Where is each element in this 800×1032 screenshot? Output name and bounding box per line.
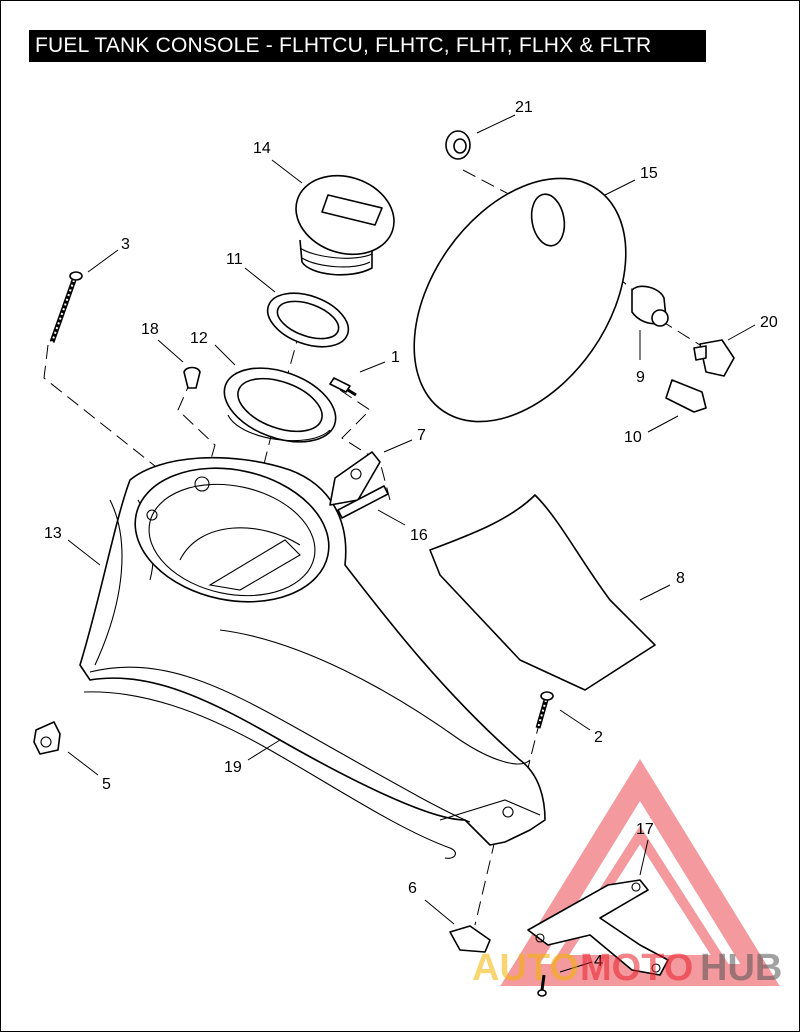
part-8-pad [429, 494, 656, 691]
part-5-clip-nut [33, 721, 61, 755]
part-3-screw [49, 271, 83, 343]
part-4-screw [537, 974, 547, 997]
part-18-plug [183, 366, 201, 389]
callout-labels: 1 2 3 4 5 6 7 8 9 10 11 12 13 14 15 16 1… [44, 99, 778, 970]
part-15-plate [413, 177, 627, 423]
part-2-screw [535, 691, 554, 729]
callout-5: 5 [102, 776, 111, 793]
callout-7: 7 [417, 427, 426, 444]
leader-lines [67, 114, 756, 973]
callout-6: 6 [408, 880, 417, 897]
watermark-text-moto: MOTO [580, 947, 693, 989]
callout-8: 8 [676, 570, 685, 587]
watermark-text: AUTO MOTO HUB [472, 947, 782, 989]
part-14-fuel-cap [295, 174, 395, 276]
callout-16: 16 [410, 527, 428, 544]
callout-20: 20 [760, 314, 778, 331]
callout-13: 13 [44, 525, 62, 542]
part-10-cap [665, 379, 707, 413]
part-19-console [79, 456, 546, 859]
callout-3: 3 [121, 236, 130, 253]
watermark-text-hub: HUB [700, 947, 782, 989]
callout-9: 9 [636, 369, 645, 386]
callout-2: 2 [594, 729, 603, 746]
callout-4: 4 [594, 953, 603, 970]
callout-12: 12 [190, 330, 208, 347]
callout-19: 19 [224, 759, 242, 776]
part-9-grommet [631, 285, 669, 327]
callout-17: 17 [636, 821, 654, 838]
callout-18: 18 [141, 321, 159, 338]
callout-14: 14 [253, 140, 271, 157]
part-17-bracket [527, 879, 669, 976]
callout-10: 10 [624, 429, 642, 446]
part-11-gasket [266, 292, 350, 348]
part-7-clip [329, 451, 381, 506]
callout-11: 11 [226, 251, 243, 268]
watermark-text-auto: AUTO [472, 947, 579, 989]
part-16-pin [337, 485, 389, 519]
part-20-key [693, 339, 735, 377]
part-12-seal [223, 367, 337, 443]
part-6-clip [449, 925, 491, 953]
callout-15: 15 [640, 165, 658, 182]
callout-21: 21 [515, 99, 533, 116]
part-21-nut [445, 130, 471, 160]
diagram-title: FUEL TANK CONSOLE - FLHTCU, FLHTC, FLHT,… [29, 30, 706, 62]
part-1-screw [329, 377, 357, 397]
callout-1: 1 [391, 349, 400, 366]
